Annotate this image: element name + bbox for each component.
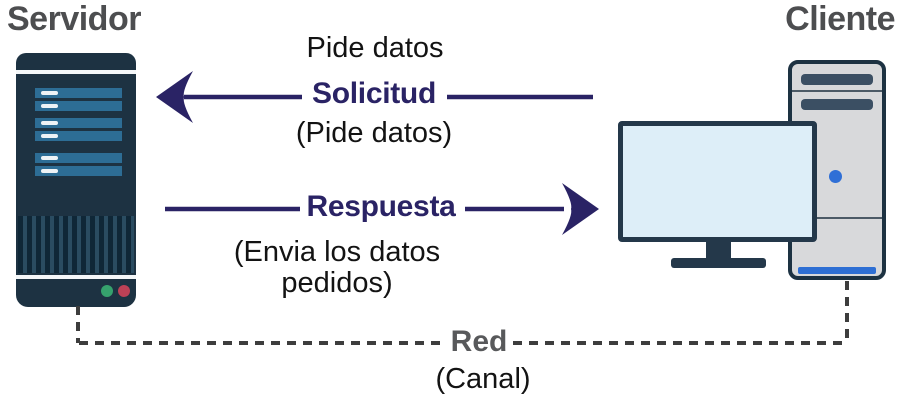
response-caption: (Envia los datos pedidos)	[234, 237, 440, 299]
server-drive-bay	[35, 101, 122, 111]
tower-divider	[792, 90, 882, 92]
server-vent-grille	[18, 216, 134, 273]
tower-power-button-icon	[829, 170, 842, 183]
server-led-red	[118, 285, 130, 297]
server-drive-bay	[35, 153, 122, 163]
server-led-green	[101, 285, 113, 297]
request-caption-top: Pide datos	[306, 32, 444, 64]
response-arrowhead-icon	[562, 183, 599, 235]
request-caption-bottom: (Pide datos)	[295, 117, 453, 149]
monitor-stand-base	[671, 258, 766, 268]
request-arrowhead-icon	[156, 71, 193, 123]
response-arrow-label: Respuesta	[306, 190, 456, 223]
server-drive-bay	[35, 166, 122, 176]
server-drive-bay	[35, 131, 122, 141]
client-monitor-icon	[618, 121, 817, 242]
network-caption: (Canal)	[435, 363, 531, 395]
server-drive-bay	[35, 88, 122, 98]
tower-drive-slot	[801, 74, 873, 85]
response-caption-line2: pedidos)	[281, 267, 393, 299]
client-label: Cliente	[785, 0, 895, 38]
monitor-stand-neck	[706, 241, 731, 260]
tower-drive-slot	[801, 99, 873, 110]
tower-divider	[792, 217, 882, 219]
server-icon	[16, 53, 136, 307]
response-caption-line1: (Envia los datos	[233, 236, 441, 268]
request-arrow-label: Solicitud	[312, 77, 436, 110]
server-top-stripe	[16, 70, 136, 74]
server-label: Servidor	[7, 0, 141, 38]
server-drive-bay	[35, 118, 122, 128]
network-label: Red	[450, 325, 508, 358]
server-bottom-stripe	[16, 275, 136, 279]
tower-bottom-light	[798, 267, 876, 274]
